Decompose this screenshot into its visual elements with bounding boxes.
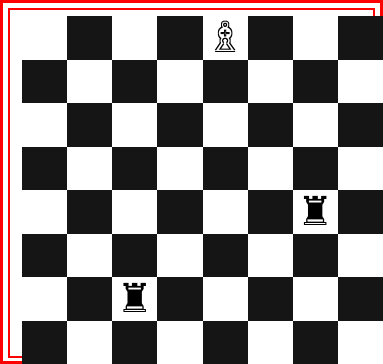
- square-f4[interactable]: [248, 190, 293, 234]
- black-rook-icon[interactable]: ♜: [117, 279, 153, 319]
- square-h3[interactable]: [338, 234, 383, 278]
- square-h6[interactable]: [338, 103, 383, 147]
- square-b7[interactable]: [67, 60, 112, 104]
- square-e4[interactable]: [203, 190, 248, 234]
- square-c5[interactable]: [112, 147, 157, 191]
- square-c2[interactable]: ♜: [112, 277, 157, 321]
- square-d3[interactable]: [157, 234, 202, 278]
- square-g6[interactable]: [293, 103, 338, 147]
- square-d8[interactable]: [157, 16, 202, 60]
- square-b6[interactable]: [67, 103, 112, 147]
- square-e1[interactable]: [203, 321, 248, 364]
- square-a4[interactable]: [22, 190, 67, 234]
- square-e3[interactable]: [203, 234, 248, 278]
- square-h7[interactable]: [338, 60, 383, 104]
- square-e6[interactable]: [203, 103, 248, 147]
- square-c8[interactable]: [112, 16, 157, 60]
- square-f3[interactable]: [248, 234, 293, 278]
- square-b2[interactable]: [67, 277, 112, 321]
- square-h1[interactable]: [338, 321, 383, 364]
- square-a3[interactable]: [22, 234, 67, 278]
- square-f1[interactable]: [248, 321, 293, 364]
- square-g8[interactable]: [293, 16, 338, 60]
- square-a2[interactable]: [22, 277, 67, 321]
- square-h2[interactable]: [338, 277, 383, 321]
- square-d1[interactable]: [157, 321, 202, 364]
- white-bishop-icon[interactable]: ♗: [207, 18, 243, 58]
- square-g4[interactable]: ♜: [293, 190, 338, 234]
- square-g1[interactable]: [293, 321, 338, 364]
- square-d4[interactable]: [157, 190, 202, 234]
- square-e2[interactable]: [203, 277, 248, 321]
- square-b4[interactable]: [67, 190, 112, 234]
- square-b1[interactable]: [67, 321, 112, 364]
- square-d2[interactable]: [157, 277, 202, 321]
- square-d6[interactable]: [157, 103, 202, 147]
- square-a6[interactable]: [22, 103, 67, 147]
- square-a8[interactable]: [22, 16, 67, 60]
- black-rook-icon[interactable]: ♜: [297, 192, 333, 232]
- square-g3[interactable]: [293, 234, 338, 278]
- square-h4[interactable]: [338, 190, 383, 234]
- square-g2[interactable]: [293, 277, 338, 321]
- square-c3[interactable]: [112, 234, 157, 278]
- square-d7[interactable]: [157, 60, 202, 104]
- square-c1[interactable]: [112, 321, 157, 364]
- square-f8[interactable]: [248, 16, 293, 60]
- square-a7[interactable]: [22, 60, 67, 104]
- square-f2[interactable]: [248, 277, 293, 321]
- square-b5[interactable]: [67, 147, 112, 191]
- square-g7[interactable]: [293, 60, 338, 104]
- square-f7[interactable]: [248, 60, 293, 104]
- square-b3[interactable]: [67, 234, 112, 278]
- square-e5[interactable]: [203, 147, 248, 191]
- square-g5[interactable]: [293, 147, 338, 191]
- square-e7[interactable]: [203, 60, 248, 104]
- square-b8[interactable]: [67, 16, 112, 60]
- square-h5[interactable]: [338, 147, 383, 191]
- square-f6[interactable]: [248, 103, 293, 147]
- square-f5[interactable]: [248, 147, 293, 191]
- square-e8[interactable]: ♗: [203, 16, 248, 60]
- square-d5[interactable]: [157, 147, 202, 191]
- square-h8[interactable]: [338, 16, 383, 60]
- square-a5[interactable]: [22, 147, 67, 191]
- square-c4[interactable]: [112, 190, 157, 234]
- square-a1[interactable]: [22, 321, 67, 364]
- chess-board[interactable]: ♗ ♜ ♜: [22, 16, 383, 364]
- square-c6[interactable]: [112, 103, 157, 147]
- square-c7[interactable]: [112, 60, 157, 104]
